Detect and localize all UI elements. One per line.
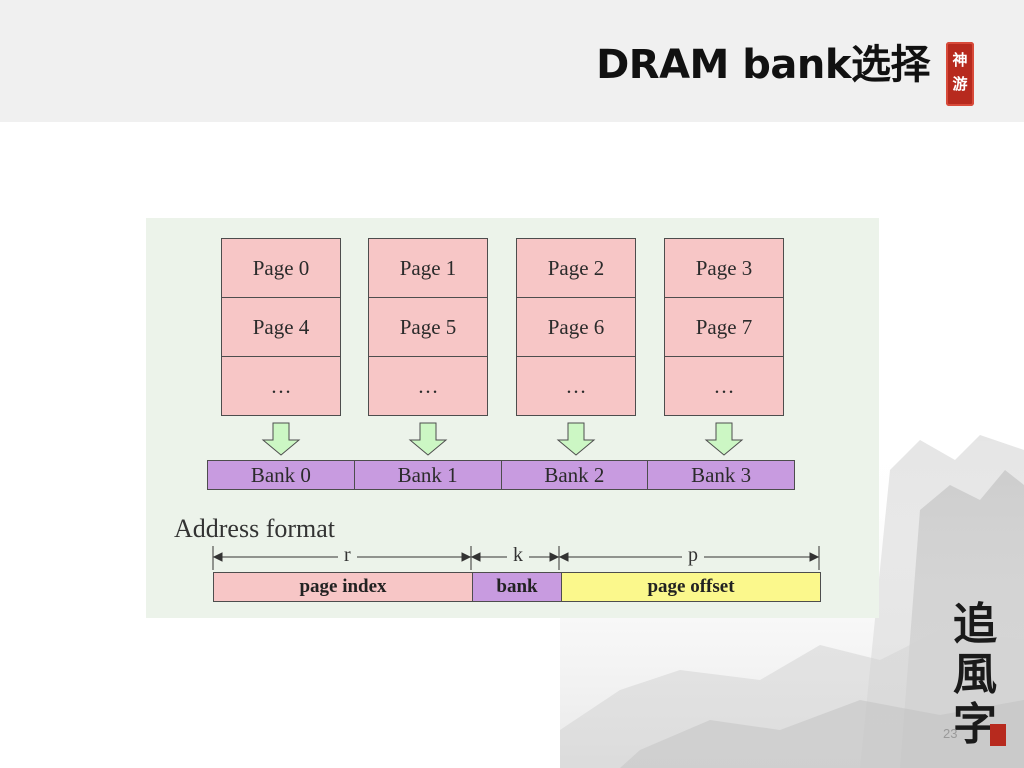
bank-label: Bank 2 [502,461,649,489]
bank-3-pages: Page 3 Page 7 … [664,238,784,416]
red-seal-icon: 神 游 [946,42,974,106]
page-cell: Page 6 [517,298,635,357]
dim-label-p: p [682,544,704,567]
page-cell: Page 3 [665,239,783,298]
dim-label-r: r [338,544,357,567]
page-cell: Page 0 [222,239,340,298]
title-bar: DRAM bank选择 神 游 [0,0,1024,122]
small-seal-icon [990,724,1006,746]
ellipsis-cell: … [270,373,292,398]
calligraphy-char: 風 [953,649,997,700]
ellipsis-cell: … [565,373,587,398]
page-cell: Page 1 [369,239,487,298]
bank-1-pages: Page 1 Page 5 … [368,238,488,416]
down-arrow-icon [261,422,301,456]
down-arrow-icon [408,422,448,456]
bank-0-pages: Page 0 Page 4 … [221,238,341,416]
seal-char-2: 游 [952,75,968,93]
calligraphy-char: 字 [953,699,997,750]
bank-label: Bank 1 [355,461,502,489]
bank-label: Bank 3 [691,462,752,487]
down-arrow-icon [704,422,744,456]
page-cell: Page 2 [517,239,635,298]
bank-field: bank [473,573,562,601]
bank-label: Bank 0 [208,461,355,489]
bank-2-pages: Page 2 Page 6 … [516,238,636,416]
calligraphy-char: 追 [953,599,997,650]
ellipsis-cell: … [713,373,735,398]
page-cell: Page 5 [369,298,487,357]
slide-title: DRAM bank选择 [596,42,930,88]
address-format-title: Address format [174,514,336,543]
page-offset-field: page offset [562,573,820,601]
dim-label-k: k [507,544,529,567]
page-cell: Page 4 [222,298,340,357]
address-format-row: page index bank page offset [213,572,821,602]
ellipsis-cell: … [417,373,439,398]
down-arrow-icon [556,422,596,456]
bank-row: Bank 0 Bank 1 Bank 2 Bank 3 [207,460,795,490]
diagram-panel: Page 0 Page 4 … Page 1 Page 5 … Page 2 P… [146,218,879,618]
calligraphy-logo: 追 風 字 [935,600,1015,750]
page-number: 23 [943,726,958,741]
page-cell: Page 7 [665,298,783,357]
seal-char-1: 神 [952,51,968,69]
page-index-field: page index [214,573,473,601]
